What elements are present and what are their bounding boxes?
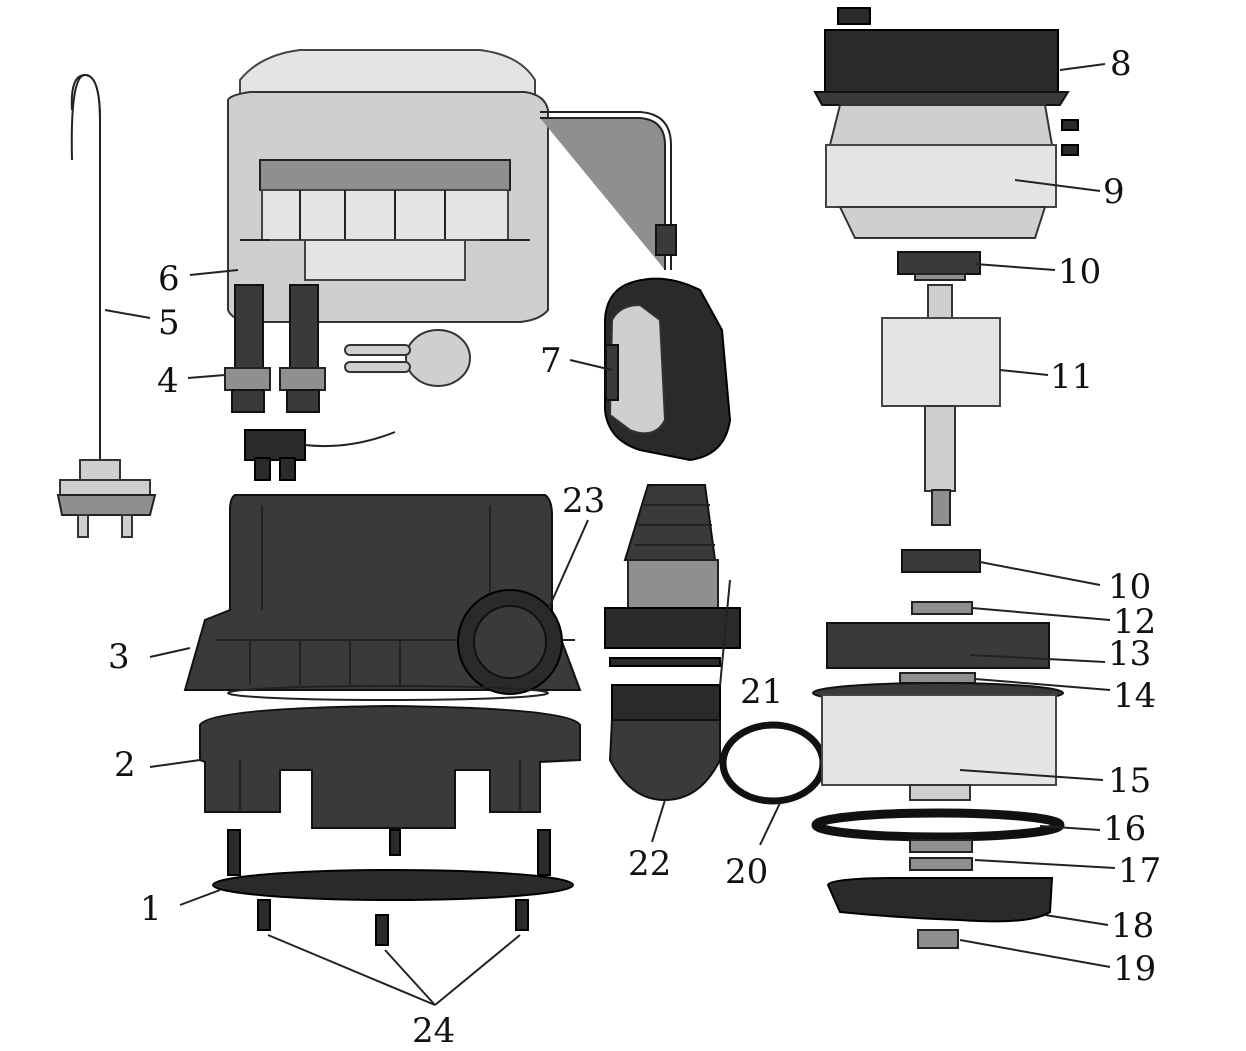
callout-20: 20 — [725, 852, 768, 892]
capacitor-part — [224, 284, 471, 481]
callout-19: 19 — [1113, 949, 1156, 989]
leader-lines — [104, 63, 1116, 1006]
callout-7: 7 — [540, 341, 562, 381]
motor-cover-part — [813, 7, 1070, 106]
callout-3: 3 — [108, 637, 130, 677]
callout-11: 11 — [1050, 357, 1093, 397]
callout-9: 9 — [1103, 172, 1125, 212]
callout-12: 12 — [1113, 602, 1156, 642]
callout-18: 18 — [1111, 906, 1154, 946]
impeller-part — [826, 877, 1054, 923]
bottom-plate-part — [212, 829, 574, 946]
callout-21: 21 — [740, 672, 783, 712]
callout-17: 17 — [1118, 851, 1161, 891]
float-switch-part — [604, 277, 732, 462]
callout-24: 24 — [412, 1011, 455, 1051]
outlet-seal-ring — [719, 721, 827, 805]
callout-labels: 1 2 3 4 5 6 7 8 9 10 11 10 12 13 14 15 1… — [108, 44, 1161, 1051]
outlet-fitting-part — [604, 484, 741, 667]
callout-10-upper: 10 — [1058, 252, 1101, 292]
upper-bearing-part — [897, 251, 981, 281]
callout-6: 6 — [158, 259, 180, 299]
rotor-part — [881, 284, 1001, 526]
check-valve-part — [608, 684, 721, 802]
callout-8: 8 — [1110, 44, 1132, 84]
seal-ring-part — [899, 672, 976, 684]
body-o-ring — [227, 685, 549, 701]
chamber-gasket-part — [811, 808, 1065, 842]
spacer-part — [909, 839, 973, 871]
seal-washer-part — [911, 601, 973, 615]
callout-14: 14 — [1113, 676, 1156, 716]
motor-housing-part — [227, 49, 677, 323]
callout-1: 1 — [140, 889, 162, 929]
callout-2: 2 — [114, 745, 136, 785]
callout-23: 23 — [562, 481, 605, 521]
lower-bearing-part — [901, 549, 981, 573]
callout-15: 15 — [1108, 761, 1151, 801]
callout-22: 22 — [628, 844, 671, 884]
callout-4: 4 — [157, 361, 179, 401]
stator-part — [825, 104, 1079, 239]
callout-13: 13 — [1108, 634, 1151, 674]
callout-5: 5 — [158, 303, 180, 343]
callout-10-lower: 10 — [1108, 567, 1151, 607]
mechanical-seal-part — [826, 622, 1050, 669]
pump-body-part — [183, 494, 582, 695]
pump-base-part — [199, 704, 581, 829]
pump-chamber-part — [812, 682, 1064, 801]
impeller-nut-part — [917, 929, 959, 949]
power-cord-part — [56, 73, 157, 538]
callout-16: 16 — [1103, 809, 1146, 849]
